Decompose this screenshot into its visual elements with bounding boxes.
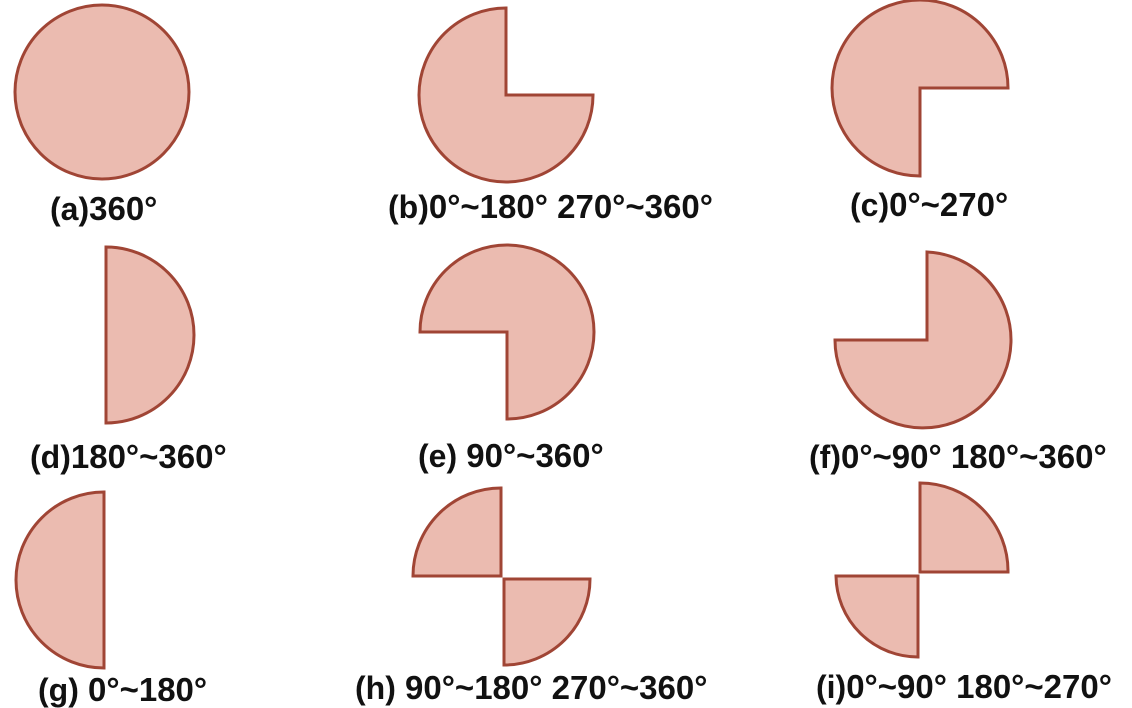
caption-angles: 0°~270° [889, 186, 1009, 223]
caption-tag: (g) [38, 672, 79, 708]
caption-c: (c)0°~270° [850, 188, 1008, 221]
sector-path-lower [834, 574, 920, 659]
caption-angles: 0°~90° [846, 668, 947, 705]
caption-angles-second: 180°~270° [956, 668, 1112, 705]
caption-angles: 0°~90° [840, 438, 942, 475]
three-quarter-sector-shape [830, 0, 1010, 178]
sector-path [417, 6, 595, 184]
three-quarter-sector-shape [418, 243, 596, 421]
caption-angles-second: 270°~360° [557, 188, 713, 225]
caption-i: (i)0°~90° 180°~270° [816, 670, 1112, 703]
panel-e: (e) 90°~360° [380, 235, 800, 475]
sector-path-upper [411, 486, 503, 578]
caption-angles-second: 270°~360° [551, 669, 708, 706]
panel-a: (a)360° [0, 0, 360, 235]
half-sector-shape [104, 245, 196, 425]
caption-tag: (e) [418, 438, 458, 474]
caption-tag: (b) [388, 189, 429, 225]
caption-angles: 360° [89, 190, 158, 227]
three-quarter-sector-shape [417, 6, 595, 184]
caption-angles: 90°~180° [405, 669, 543, 706]
caption-tag: (a) [50, 191, 90, 227]
panel-g: (g) 0°~180° [0, 475, 380, 706]
caption-tag: (h) [355, 670, 396, 706]
three-quarter-sector-shape [833, 250, 1013, 430]
two-quadrant-sector-shape [834, 481, 1010, 659]
caption-h: (h) 90°~180° 270°~360° [355, 671, 707, 704]
caption-tag: (c) [850, 187, 890, 223]
caption-angles: 0°~180° [428, 188, 548, 225]
sector-path [833, 250, 1013, 430]
sector-path [104, 245, 196, 425]
panel-i: (i)0°~90° 180°~270° [800, 475, 1132, 705]
panel-f: (f)0°~90° 180°~360° [800, 235, 1132, 475]
sector-path-lower [502, 577, 592, 667]
panel-c: (c)0°~270° [800, 0, 1132, 235]
caption-tag: (i) [816, 669, 847, 705]
two-quadrant-sector-shape [411, 486, 592, 667]
full-circle-shape [13, 3, 191, 181]
caption-e: (e) 90°~360° [418, 439, 604, 472]
caption-tag: (f) [809, 439, 841, 475]
caption-angles: 90°~360° [466, 437, 604, 474]
sector-path [14, 490, 106, 670]
caption-d: (d)180°~360° [30, 440, 227, 473]
panel-b: (b)0°~180° 270°~360° [380, 0, 750, 235]
panel-d: (d)180°~360° [0, 235, 380, 475]
caption-g: (g) 0°~180° [38, 673, 207, 706]
panel-h: (h) 90°~180° 270°~360° [345, 475, 800, 705]
caption-tag: (d) [30, 439, 71, 475]
caption-angles-second: 180°~360° [950, 438, 1107, 475]
sector-path [418, 243, 596, 421]
sector-path [830, 0, 1010, 178]
caption-angles: 180°~360° [70, 438, 227, 475]
circle-sector [13, 3, 191, 181]
caption-b: (b)0°~180° 270°~360° [388, 190, 713, 223]
caption-f: (f)0°~90° 180°~360° [809, 440, 1107, 473]
sector-path-upper [918, 481, 1010, 574]
caption-angles: 0°~180° [88, 671, 208, 708]
half-sector-shape [14, 490, 106, 670]
caption-a: (a)360° [50, 192, 157, 225]
